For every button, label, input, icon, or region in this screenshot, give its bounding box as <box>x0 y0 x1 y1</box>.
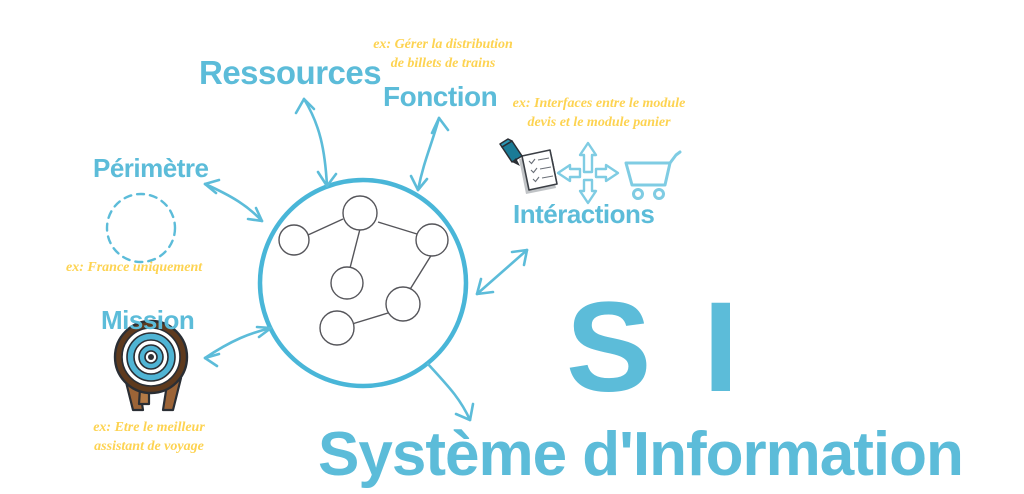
target-dartboard-icon <box>113 319 189 412</box>
example-fonction-line1: ex: Gérer la distribution <box>373 37 513 52</box>
four-way-arrow-icon <box>556 141 620 205</box>
arrow-ressources <box>294 97 338 188</box>
label-interactions: Intéractions <box>513 199 655 229</box>
si-full-title: Système d'Information <box>318 420 964 489</box>
network-node-top <box>342 195 378 231</box>
example-mission-line1: ex: Etre le meilleur <box>93 420 205 435</box>
network-node-left <box>278 224 310 256</box>
label-fonction: Fonction <box>383 81 498 112</box>
network-edges <box>307 218 433 325</box>
network-node-bottom <box>319 310 355 346</box>
network-node-right <box>415 223 449 257</box>
label-perimetre: Périmètre <box>93 153 209 183</box>
arrow-mission <box>203 325 273 368</box>
network-nodes <box>278 195 449 346</box>
example-mission-line2: assistant de voyage <box>94 439 204 454</box>
arrow-interactions <box>475 248 529 296</box>
example-interactions-line2: devis et le module panier <box>527 115 671 130</box>
shopping-cart-icon <box>624 150 682 200</box>
example-fonction: ex: Gérer la distribution de billets de … <box>363 35 523 73</box>
network-node-lower-right <box>385 286 421 322</box>
example-fonction-line2: de billets de trains <box>390 56 496 71</box>
dashed-circle-icon <box>105 192 177 264</box>
example-interactions-line1: ex: Interfaces entre le module <box>512 96 686 111</box>
arrow-fonction <box>409 116 450 192</box>
label-ressources: Ressources <box>199 54 382 91</box>
example-interactions: ex: Interfaces entre le module devis et … <box>499 94 699 132</box>
arrow-to-title <box>426 362 475 422</box>
example-perimetre: ex: France uniquement <box>66 260 203 275</box>
label-mission: Mission <box>101 305 195 335</box>
central-system-circle <box>257 177 469 389</box>
example-mission: ex: Etre le meilleur assistant de voyage <box>84 418 214 456</box>
pen-document-icon <box>499 138 558 194</box>
network-node-middle <box>330 266 364 300</box>
si-abbreviation-title: S I <box>566 276 747 419</box>
arrow-perimetre <box>203 178 264 223</box>
